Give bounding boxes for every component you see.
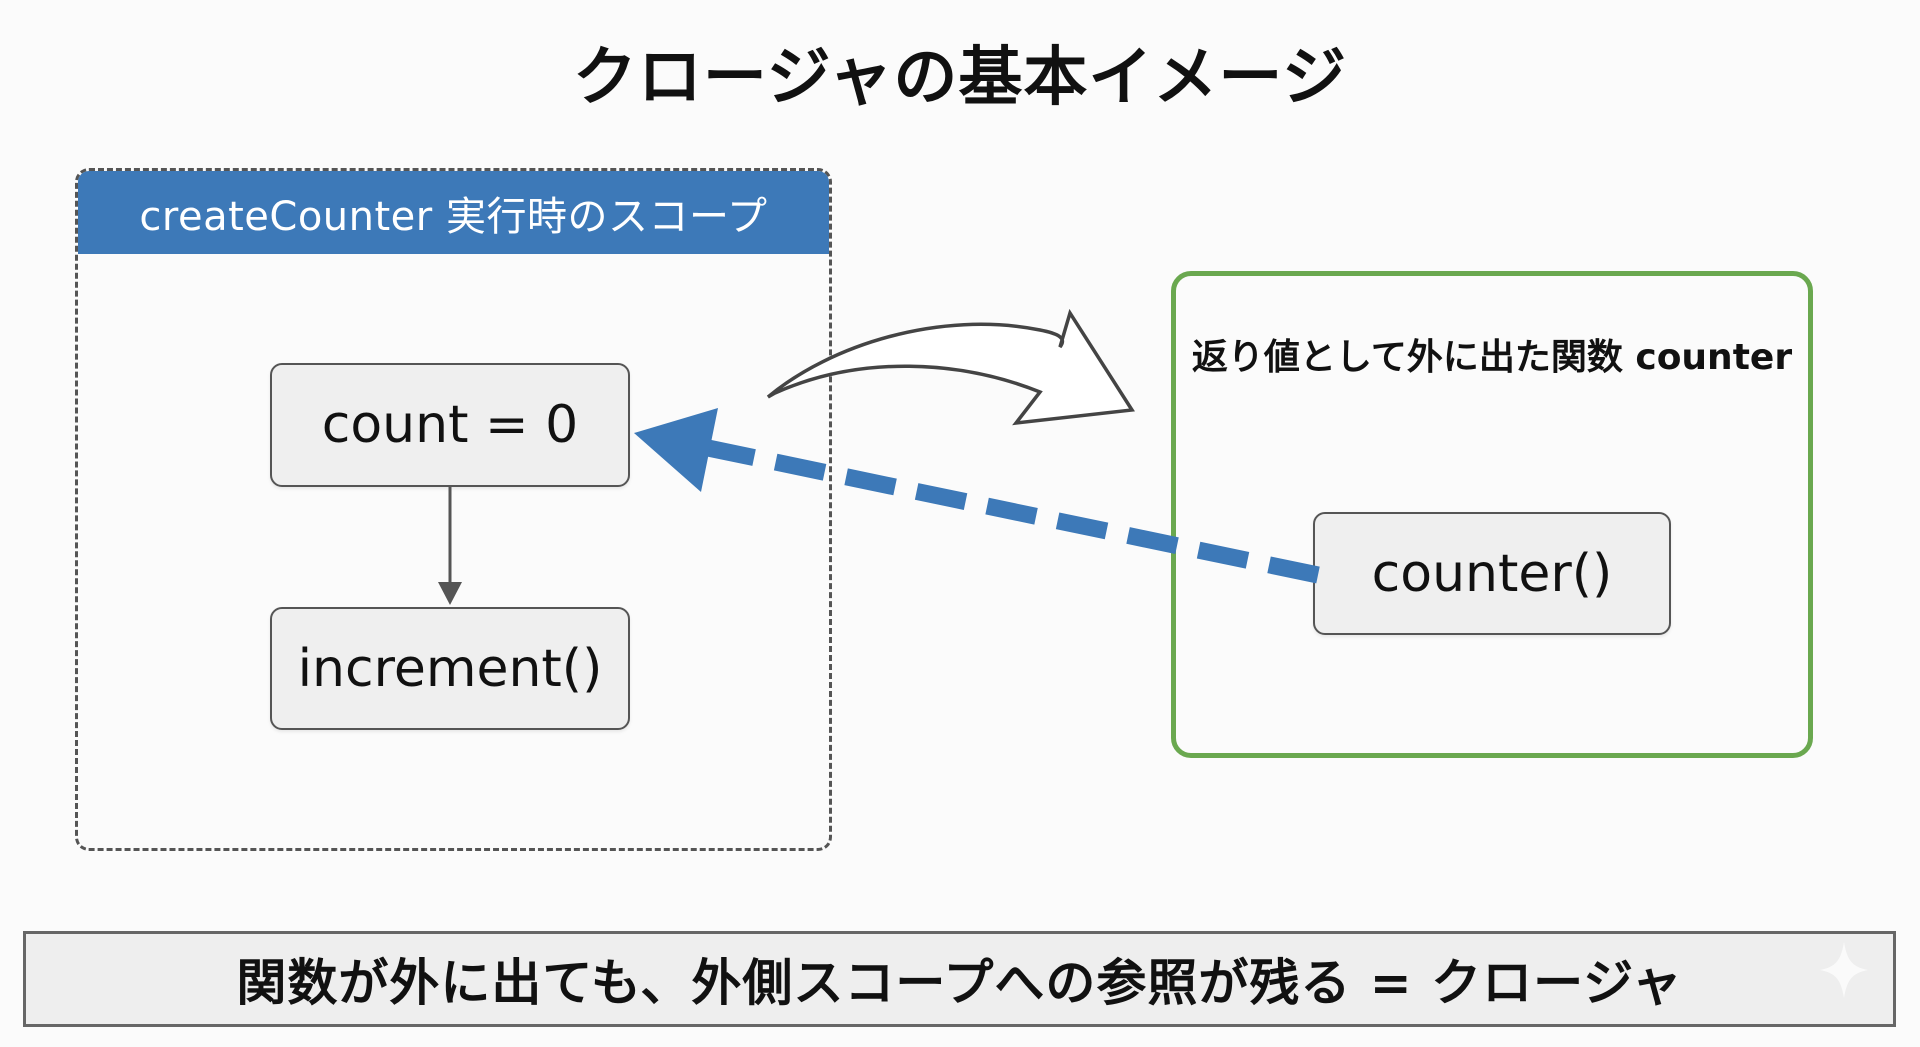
summary-banner: 関数が外に出ても、外側スコープへの参照が残る = クロージャ: [23, 931, 1896, 1027]
create-counter-scope: createCounter 実行時のスコープ: [75, 168, 832, 851]
page-title: クロージャの基本イメージ: [572, 41, 1348, 115]
scope-header: createCounter 実行時のスコープ: [78, 171, 829, 254]
sparkle-icon: [1820, 942, 1868, 998]
returned-function-label: 返り値として外に出た関数 counter: [1191, 337, 1793, 378]
increment-function-node: increment(): [270, 607, 630, 730]
count-variable-node: count = 0: [270, 363, 630, 487]
counter-function-node: counter(): [1313, 512, 1671, 635]
